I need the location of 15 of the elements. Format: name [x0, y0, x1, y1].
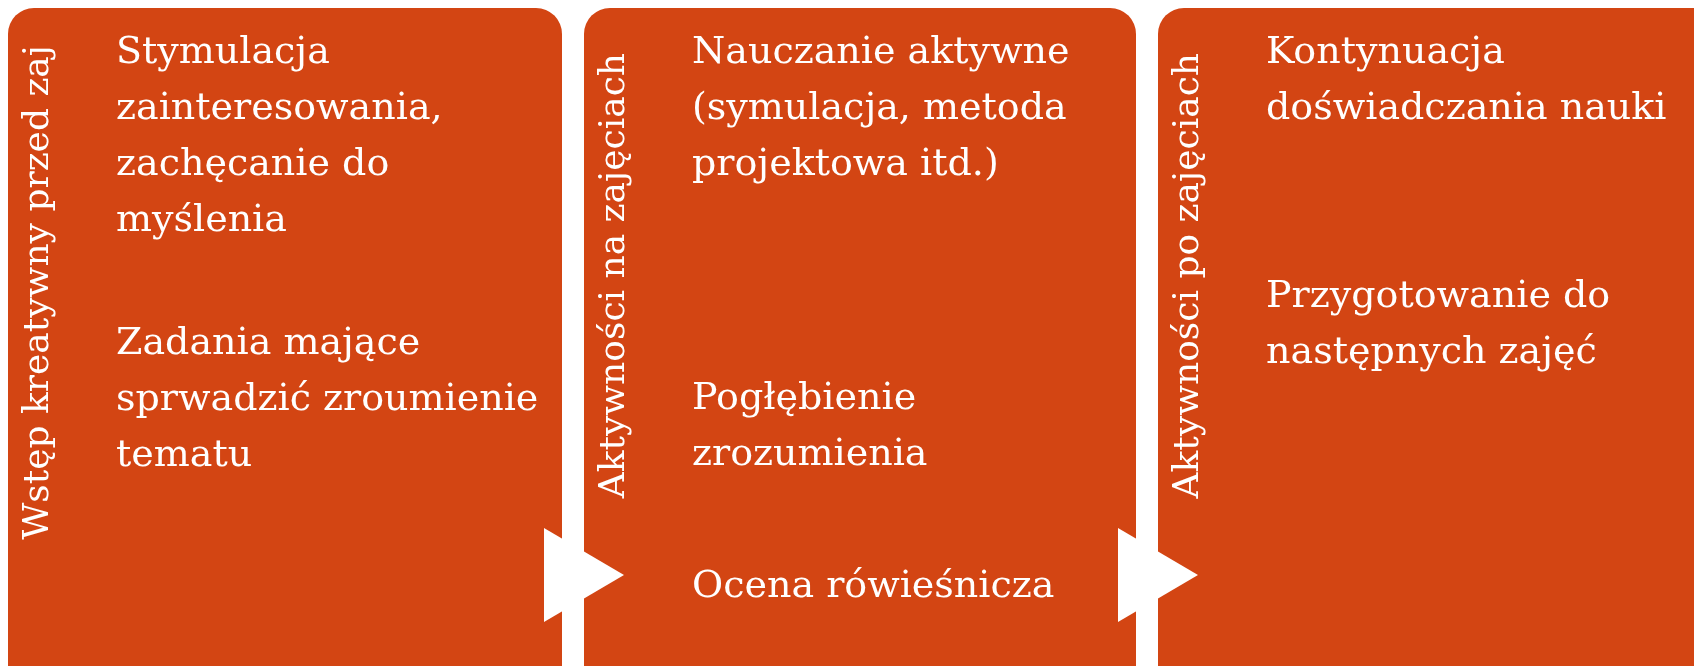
stage-title: Aktywności na zajęciach: [590, 52, 633, 498]
arrow: [544, 528, 624, 622]
stage-description: Ocena rówieśnicza: [692, 561, 1056, 608]
stage-panel: [8, 8, 562, 666]
stage-title: Aktywności po zajęciach: [1164, 52, 1207, 498]
stage-description: Pogłębienie zrozumienia: [692, 373, 929, 476]
stage-panel: [1158, 8, 1694, 666]
stage-description: Przygotowanie do następnych zajęć: [1266, 271, 1612, 374]
stage-panel: [584, 8, 1136, 666]
arrow: [1118, 528, 1198, 622]
stage-title: Wstęp kreatywny przed zaj: [14, 45, 57, 540]
stage-description: Kontynuacja doświadczania nauki: [1266, 27, 1668, 130]
stage-description: Nauczanie aktywne (symulacja, metoda projektowa itd.): [692, 27, 1071, 186]
stage-description: Stymulacja zainteresowania, zachęcanie do myślenia: [116, 27, 444, 242]
stage-description: Zadania mające sprwadzić zroumienie tematu: [116, 318, 540, 477]
